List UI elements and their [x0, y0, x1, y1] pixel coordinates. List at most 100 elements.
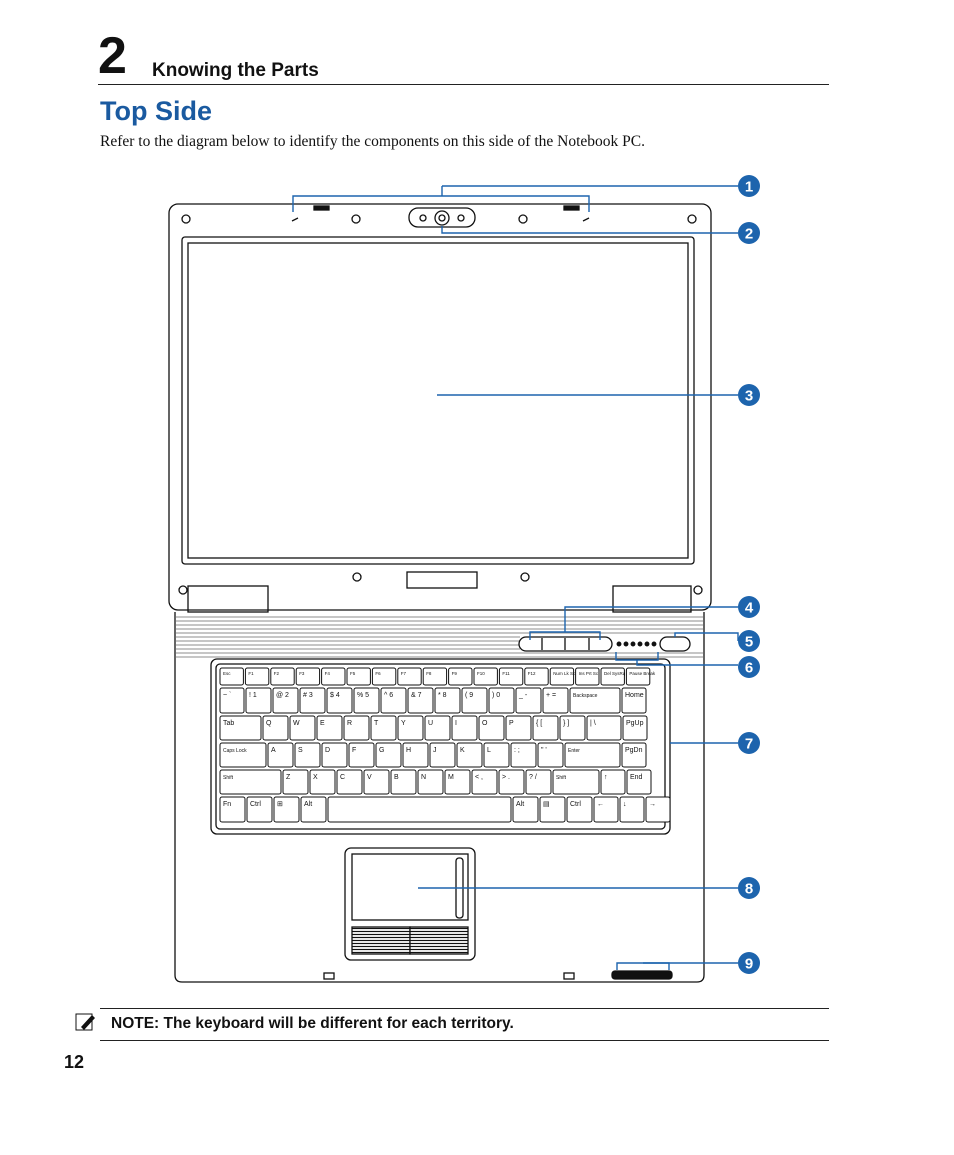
svg-text:1: 1 [745, 179, 753, 196]
callout-6: 6 [738, 656, 760, 678]
keyboard-key-label: F1 [248, 671, 254, 676]
keyboard-key-label: F10 [477, 671, 485, 676]
keyboard-key-label: # 3 [303, 692, 313, 699]
svg-text:6: 6 [745, 660, 753, 677]
keyboard-key-label: Q [266, 720, 272, 727]
keyboard-key-label: E [320, 720, 325, 727]
display-lid [168, 203, 712, 611]
keyboard-key-label: * 8 [438, 692, 447, 699]
keyboard-key [622, 715, 648, 741]
keyboard-key [272, 687, 299, 714]
note-divider-top [100, 1008, 829, 1009]
keyboard-key [219, 687, 245, 714]
keyboard-key [343, 715, 370, 741]
keyboard-key-label: Y [401, 720, 406, 727]
keyboard-key [539, 796, 566, 823]
header-divider [98, 84, 829, 85]
keyboard-key [219, 769, 282, 795]
keyboard-key [478, 715, 505, 741]
keyboard-key [537, 742, 564, 768]
keyboard-key-label: L [487, 747, 491, 754]
keyboard-key [402, 742, 429, 768]
keyboard-key-label: Ins Prt Sc [579, 671, 599, 676]
lid-logo [406, 571, 478, 589]
keyboard-key [267, 742, 294, 768]
keyboard-key [282, 769, 309, 795]
touchpad [351, 853, 469, 921]
keyboard-key [363, 769, 390, 795]
page-number: 12 [64, 1052, 85, 1072]
keyboard-key [270, 667, 295, 686]
chapter-number: 2 [98, 27, 127, 85]
keyboard-key [524, 667, 549, 686]
callout-1: 1 [738, 175, 760, 197]
hinge-left [187, 585, 269, 613]
keyboard-key-label: ← [597, 801, 604, 808]
svg-text:5: 5 [745, 634, 753, 651]
keyboard-key [593, 796, 619, 823]
keyboard-key-label: } ] [563, 720, 569, 727]
keyboard-key [244, 667, 270, 686]
section-title: Top Side [100, 96, 212, 126]
keyboard-key-label: + = [546, 692, 556, 699]
keyboard-key [397, 667, 422, 686]
keyboard-key-label: Num Lk Scr Lk [553, 671, 583, 676]
keyboard-key [424, 715, 451, 741]
keyboard-key-label: J [433, 747, 437, 754]
keyboard-key-label: F7 [401, 671, 407, 676]
keyboard-key-label: Ctrl [250, 801, 261, 808]
keyboard-key [348, 742, 375, 768]
keyboard-key [575, 667, 600, 686]
keyboard-key [295, 667, 321, 686]
power-switch [659, 636, 691, 652]
keyboard-key-label: Shift [223, 775, 234, 781]
keyboard-key [326, 687, 353, 714]
callout-7: 7 [738, 732, 760, 754]
keyboard-key [552, 769, 600, 795]
keyboard-key-label: End [630, 774, 643, 781]
svg-text:7: 7 [745, 736, 753, 753]
keyboard-key [219, 667, 244, 686]
keyboard-key-label: Z [286, 774, 291, 781]
keyboard-key-label: { [ [536, 720, 542, 727]
keyboard-key-label: Del SysRq [604, 671, 626, 676]
keyboard-key-label: Shift [556, 775, 567, 781]
keyboard-key-label: | \ [590, 720, 596, 727]
keyboard-key-label: % 5 [357, 692, 369, 699]
keyboard-key-label: Esc [223, 671, 231, 676]
keyboard-key [600, 667, 625, 686]
keyboard-key-label: F2 [274, 671, 280, 676]
keyboard-key [219, 796, 246, 823]
svg-text:8: 8 [745, 881, 753, 898]
keyboard-key-label: C [340, 774, 345, 781]
keyboard-key [619, 796, 645, 823]
keyboard-key [380, 687, 407, 714]
svg-text:2: 2 [745, 226, 753, 243]
keyboard-key-label: > . [502, 774, 510, 781]
intro-paragraph: Refer to the diagram below to identify t… [100, 133, 645, 150]
keyboard-key [621, 687, 647, 714]
keyboard-key [559, 715, 586, 741]
keyboard-key-label: ▤ [543, 801, 550, 808]
svg-text:3: 3 [745, 388, 753, 405]
keyboard-key [353, 687, 380, 714]
keyboard-key [262, 715, 289, 741]
keyboard-key [273, 796, 300, 823]
keyboard-key-label: Home [625, 692, 644, 699]
keyboard-key [245, 687, 272, 714]
keyboard-key [397, 715, 424, 741]
keyboard-key-label: F3 [299, 671, 305, 676]
keyboard-key [219, 742, 267, 768]
keyboard-key [498, 769, 525, 795]
keyboard-key-label: ⊞ [277, 801, 283, 808]
keyboard-key-label: " ' [541, 747, 547, 754]
keyboard-key [327, 796, 512, 823]
callout-3: 3 [738, 384, 760, 406]
keyboard-key-label: P [509, 720, 514, 727]
keyboard-key-label: U [428, 720, 433, 727]
keyboard-key [456, 742, 483, 768]
keyboard-key-label: F8 [426, 671, 432, 676]
keyboard-key [645, 796, 671, 823]
keyboard-key-label: D [325, 747, 330, 754]
keyboard-key-label: $ 4 [330, 692, 340, 699]
